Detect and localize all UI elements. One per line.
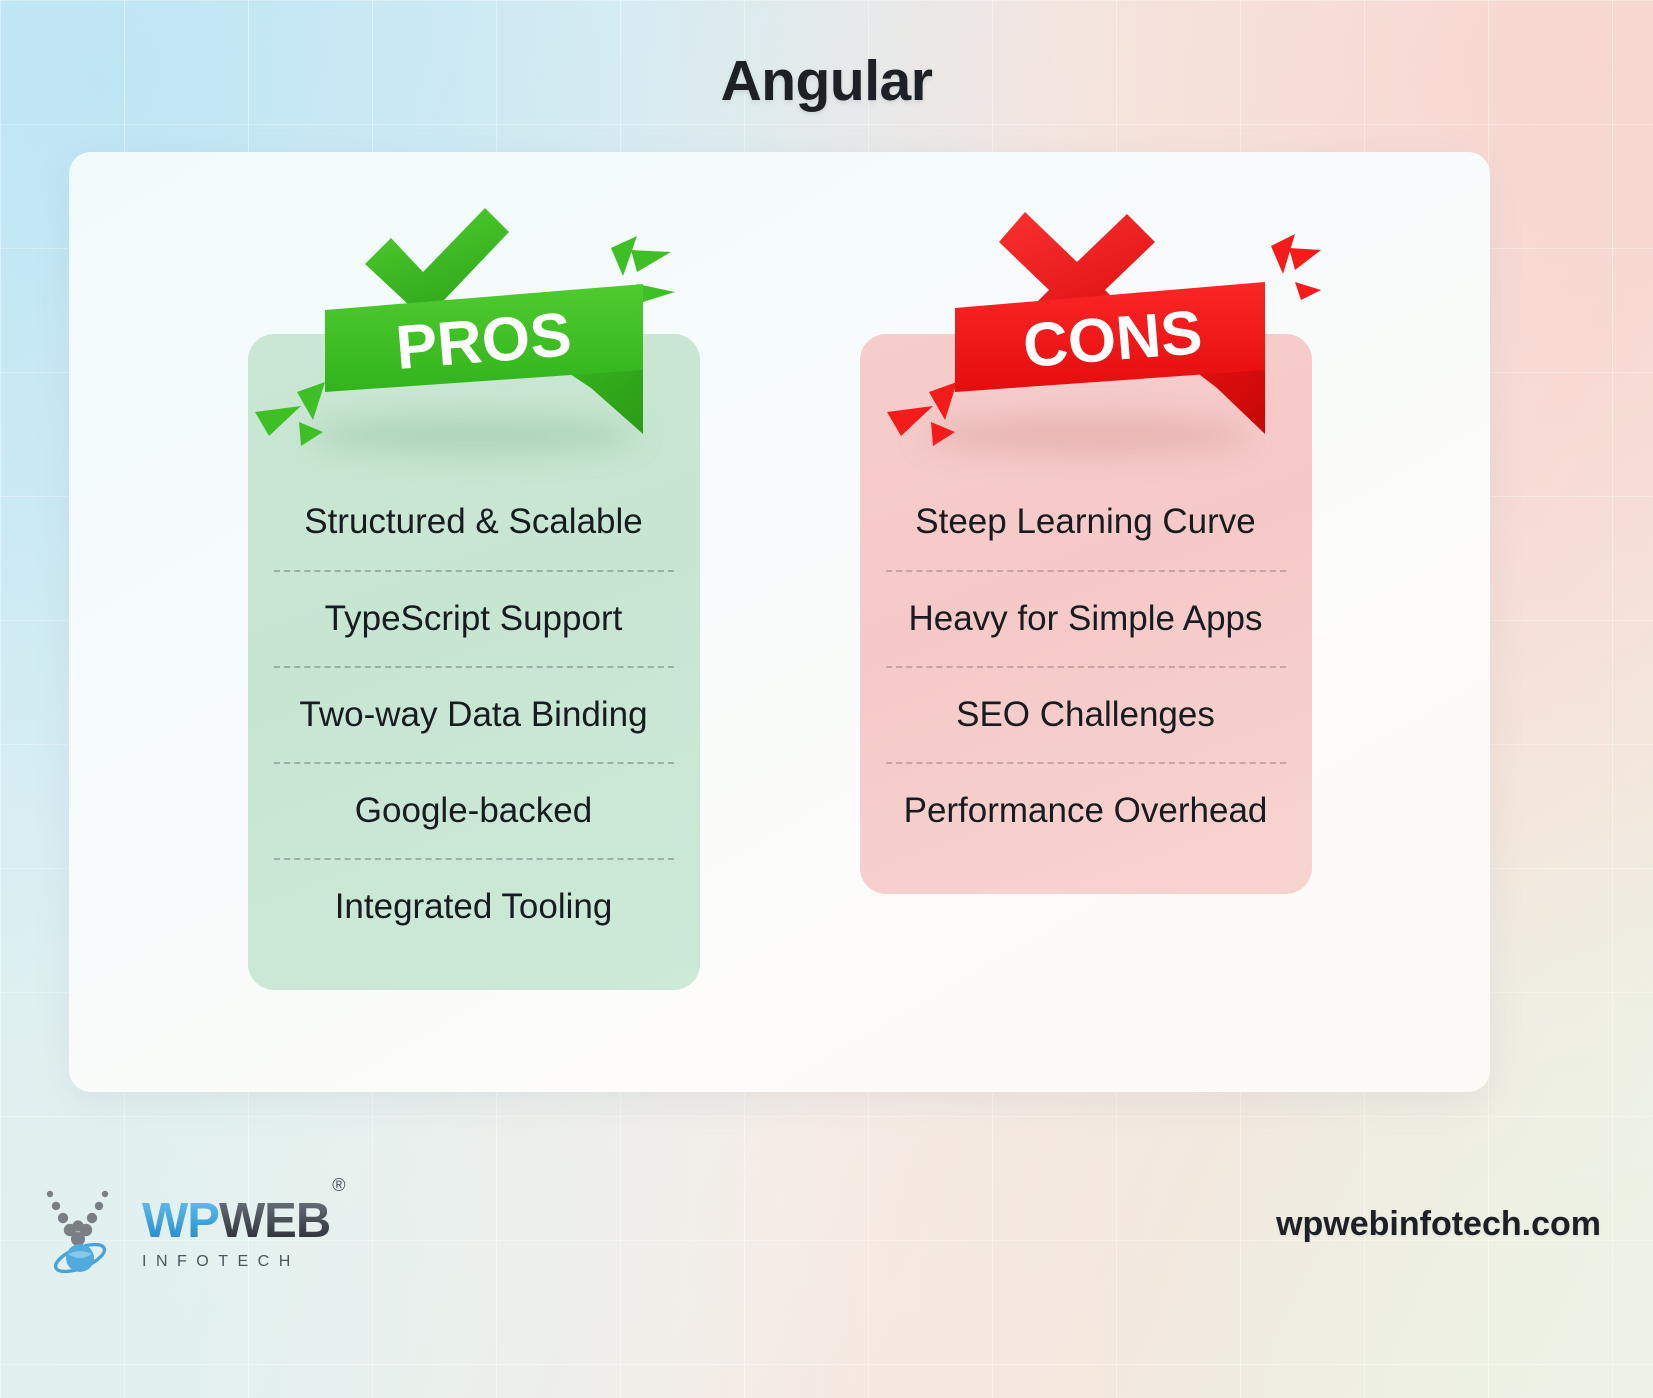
cons-badge-label: CONS	[1020, 298, 1204, 381]
registered-trademark-icon: ®	[332, 1175, 346, 1195]
page-title: Angular	[720, 49, 933, 113]
cons-panel: CONS Steep Learning Curve Heavy for Simp…	[859, 212, 1321, 894]
list-item: Integrated Tooling	[273, 858, 674, 954]
pros-badge: PROS	[239, 206, 709, 456]
cross-mark-icon	[998, 212, 1155, 368]
pros-list: Structured & Scalable TypeScript Support…	[273, 474, 674, 954]
pros-ribbon-body	[324, 284, 643, 392]
list-item: Performance Overhead	[885, 762, 1286, 858]
pros-ribbon-tail	[560, 368, 643, 434]
wpweb-logo-mark-icon	[46, 1190, 109, 1274]
wpweb-logo-text: WPWEB® INFOTECH	[142, 1175, 346, 1271]
cons-ribbon-body	[954, 282, 1265, 392]
cons-badge-graphic: CONS	[886, 212, 1321, 446]
company-logo: WPWEB® INFOTECH	[42, 1175, 362, 1286]
cons-confetti-left	[886, 382, 957, 446]
cons-ribbon-tail	[1190, 368, 1265, 434]
list-item: Google-backed	[273, 762, 674, 858]
pros-badge-label: PROS	[393, 300, 574, 383]
check-mark-icon	[364, 208, 509, 320]
logo-tagline: INFOTECH	[142, 1253, 300, 1270]
logo-primary: WP	[142, 1194, 220, 1248]
pros-badge-graphic: PROS	[254, 208, 675, 446]
list-item: Steep Learning Curve	[915, 501, 1256, 541]
cons-badge-shadow	[920, 416, 1251, 454]
cons-badge: CONS	[851, 206, 1321, 456]
list-item: Structured & Scalable	[304, 501, 643, 541]
list-item: Heavy for Simple Apps	[885, 570, 1286, 666]
panels-container: PROS Structured & Scalable TypeScript Su…	[69, 152, 1490, 1092]
list-item: TypeScript Support	[273, 570, 674, 666]
website-url: wpwebinfotech.com	[1276, 1205, 1601, 1243]
comparison-card: PROS Structured & Scalable TypeScript Su…	[69, 152, 1490, 1092]
logo-secondary: WEB	[218, 1194, 331, 1248]
pros-panel: PROS Structured & Scalable TypeScript Su…	[247, 208, 700, 990]
list-item: SEO Challenges	[885, 666, 1286, 762]
cons-list: Steep Learning Curve Heavy for Simple Ap…	[885, 474, 1286, 858]
pros-badge-shadow	[308, 416, 639, 454]
pros-confetti-left	[254, 382, 325, 446]
pros-confetti-right	[610, 236, 675, 302]
cons-confetti-right	[1270, 234, 1321, 300]
list-item: Two-way Data Binding	[273, 666, 674, 762]
